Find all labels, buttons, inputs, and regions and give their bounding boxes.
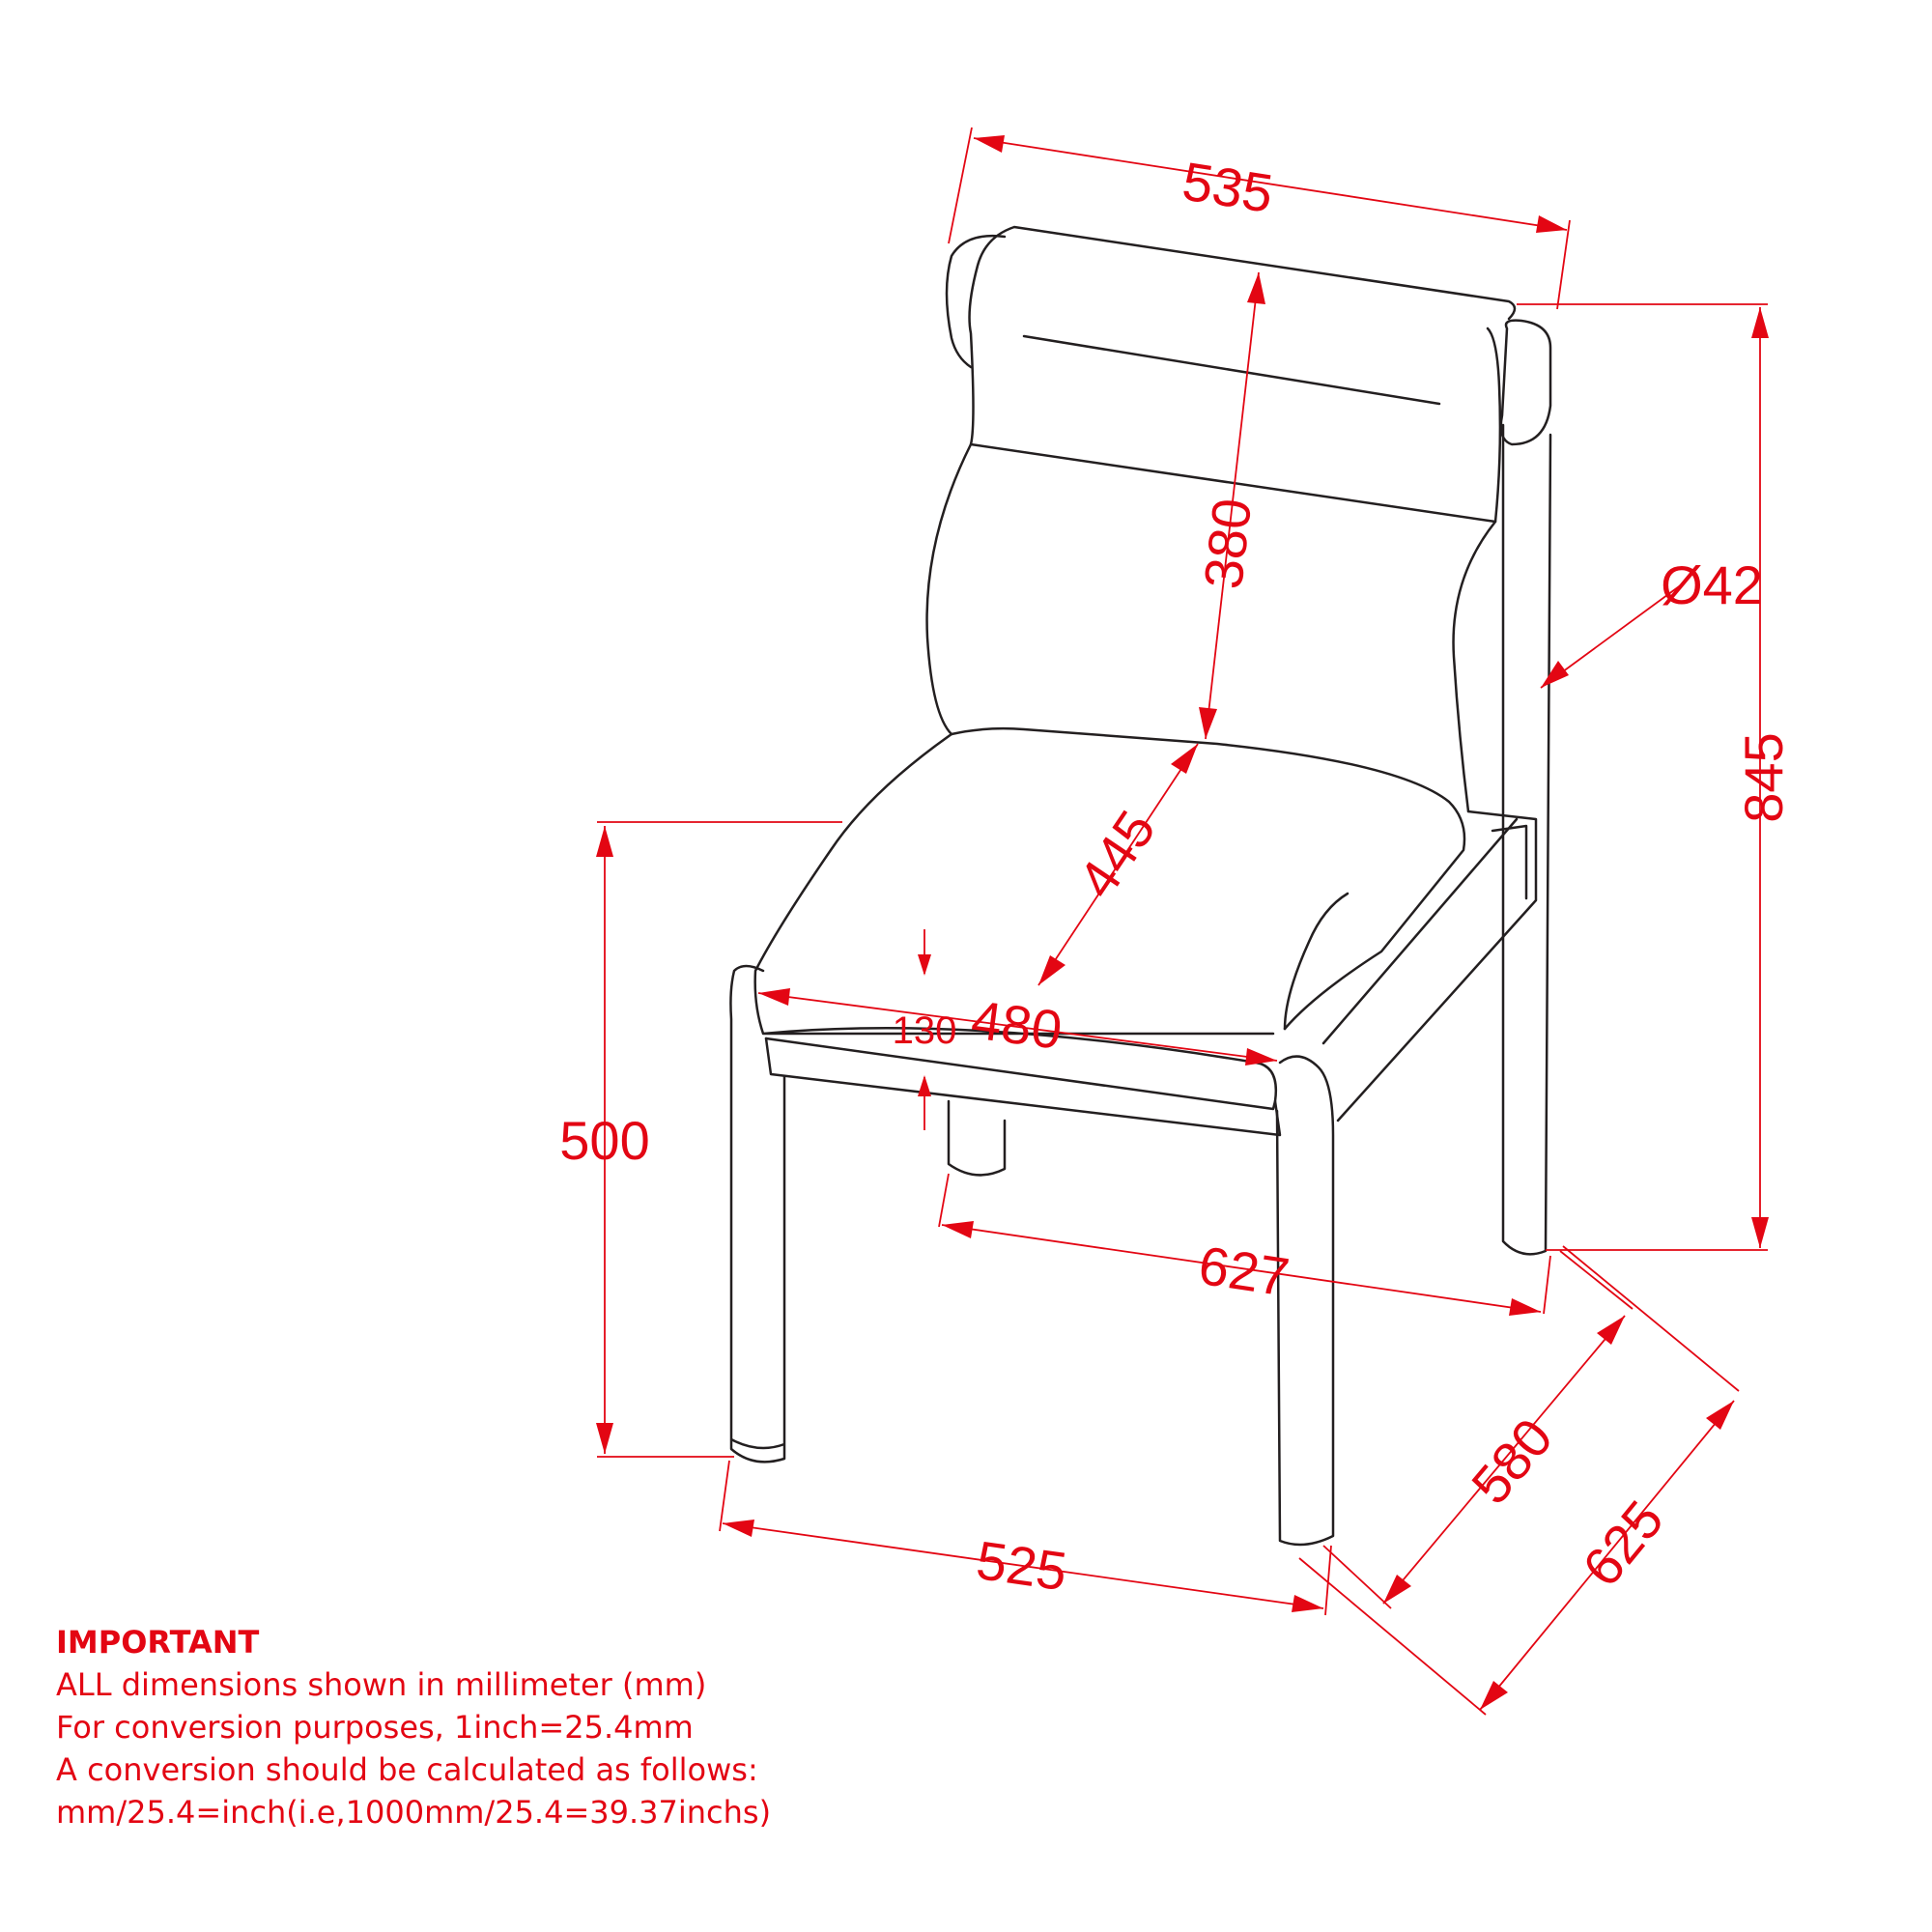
dim-380-line — [1205, 271, 1260, 740]
left-back-post-top — [945, 235, 1007, 369]
notes-line-3: A conversion should be calculated as fol… — [56, 1751, 758, 1788]
arrow-icon — [596, 1423, 613, 1454]
arrow-icon — [942, 1221, 974, 1238]
chair-outline — [729, 225, 1552, 1547]
headrest-seam — [1022, 334, 1441, 406]
seat-top-outline — [950, 726, 1466, 1031]
label-627: 627 — [1195, 1235, 1293, 1308]
dim-535-line — [973, 137, 1568, 231]
right-back-post — [1499, 319, 1552, 446]
label-480: 480 — [968, 988, 1065, 1061]
ext-580-bottom — [1322, 1545, 1392, 1609]
ext-535-left — [948, 127, 973, 244]
arrow-icon — [723, 1520, 754, 1537]
notes-line-4: mm/25.4=inch(i.e,1000mm/25.4=39.37inchs) — [56, 1794, 772, 1831]
label-525: 525 — [973, 1529, 1070, 1602]
arrow-icon — [918, 1075, 931, 1096]
notes-line-1: ALL dimensions shown in millimeter (mm) — [56, 1666, 707, 1703]
front-left-leg — [729, 964, 786, 1463]
dim-480-line — [757, 992, 1278, 1062]
dim-525-line — [722, 1522, 1324, 1609]
dimension-lines — [596, 127, 1769, 1716]
arrow-icon — [918, 954, 931, 976]
arrow-icon — [974, 135, 1005, 153]
arrow-icon — [1541, 661, 1569, 688]
seat-front-outline — [753, 732, 1278, 1111]
ext-627-left — [938, 1173, 950, 1228]
arrow-icon — [1751, 1217, 1769, 1248]
ext-627-right — [1543, 1255, 1551, 1315]
label-500: 500 — [559, 1110, 649, 1171]
label-535: 535 — [1179, 151, 1277, 224]
arrow-icon — [1706, 1401, 1734, 1430]
arrow-icon — [1171, 744, 1198, 774]
arrow-icon — [1751, 307, 1769, 338]
side-rail — [1321, 810, 1538, 1122]
arrow-icon — [1038, 955, 1065, 985]
arrow-icon — [1199, 707, 1217, 739]
dim-627-line — [941, 1224, 1542, 1313]
arrow-icon — [1536, 215, 1567, 233]
seat-inner-line — [1283, 892, 1350, 1031]
arrow-icon — [1245, 1048, 1277, 1065]
ext-535-right — [1556, 219, 1571, 310]
arrow-icon — [1292, 1595, 1323, 1612]
arrow-icon — [1480, 1681, 1508, 1710]
dimension-labels: 535 380 Ø42 845 445 480 130 500 627 580 … — [559, 151, 1794, 1603]
dim-445-line — [1037, 743, 1199, 986]
label-445: 445 — [1066, 800, 1167, 909]
label-845: 845 — [1733, 732, 1794, 822]
ext-580-top — [1559, 1250, 1634, 1310]
ext-525-left — [719, 1460, 730, 1532]
right-back-leg — [1501, 423, 1552, 1256]
label-380: 380 — [1192, 496, 1263, 592]
arrow-icon — [1597, 1316, 1625, 1345]
notes-heading: IMPORTANT — [56, 1624, 260, 1661]
arrow-icon — [1247, 272, 1265, 304]
important-notes: IMPORTANT ALL dimensions shown in millim… — [56, 1621, 771, 1833]
dim-580-line — [1382, 1315, 1626, 1605]
ext-625-top — [1562, 1245, 1740, 1392]
arrow-icon — [1383, 1575, 1411, 1604]
label-130: 130 — [893, 1009, 957, 1052]
ext-525-right — [1324, 1545, 1332, 1616]
label-580: 580 — [1460, 1406, 1564, 1515]
backrest-outline — [925, 442, 1497, 813]
dim-625-line — [1479, 1400, 1735, 1711]
arrow-icon — [596, 826, 613, 857]
notes-line-2: For conversion purposes, 1inch=25.4mm — [56, 1709, 694, 1746]
label-42: Ø42 — [1661, 554, 1763, 615]
ext-625-bottom — [1298, 1557, 1487, 1716]
headrest-outline — [968, 225, 1517, 524]
arrow-icon — [758, 988, 790, 1006]
arrow-icon — [1509, 1298, 1541, 1316]
front-right-leg — [1275, 1055, 1335, 1547]
rear-left-leg — [947, 1099, 1007, 1177]
